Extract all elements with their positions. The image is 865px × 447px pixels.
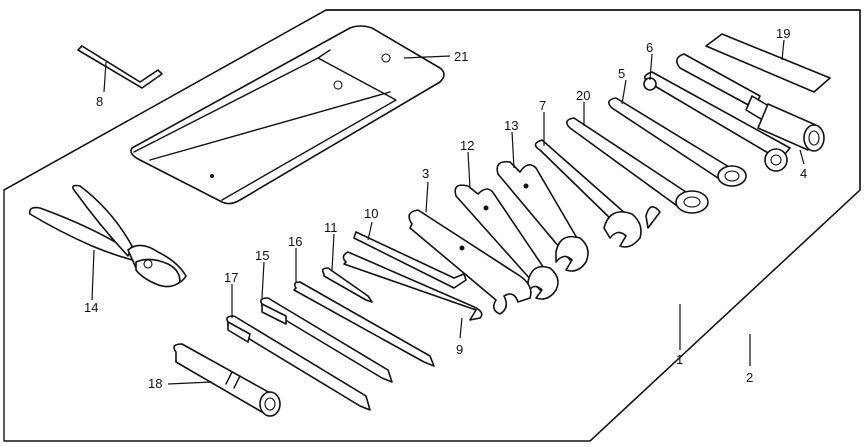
ring-spanner-6 [643, 71, 791, 172]
part-label-13: 13 [504, 118, 518, 133]
part-label-3: 3 [422, 166, 429, 181]
part-label-9: 9 [456, 342, 463, 357]
screwdriver-handle-18 [173, 343, 281, 417]
part-label-2: 2 [746, 370, 753, 385]
screwdriver-blade-16 [293, 281, 435, 367]
hex-key-10 [353, 231, 467, 289]
part-label-15: 15 [255, 248, 269, 263]
part-label-10: 10 [364, 206, 378, 221]
part-label-18: 18 [148, 376, 162, 391]
screwdriver-blade-15 [260, 297, 393, 383]
ring-spanner-20 [566, 117, 709, 214]
open-wrench-13 [496, 160, 589, 272]
tool-bag [130, 25, 445, 205]
screwdriver-blade-17 [226, 315, 371, 411]
part-label-21: 21 [454, 49, 468, 64]
ring-spanner-5 [608, 97, 747, 187]
part-label-19: 19 [776, 26, 790, 41]
part-label-1: 1 [676, 352, 683, 367]
callout-lines [91, 39, 805, 385]
screwdriver-handle [705, 33, 831, 93]
pin-11 [321, 267, 373, 303]
part-label-7: 7 [539, 98, 546, 113]
part-label-14: 14 [84, 300, 98, 315]
box-spanner [676, 53, 825, 152]
pin-rod-9 [342, 251, 483, 321]
open-wrench-7 [534, 139, 661, 248]
pin-spanner [408, 209, 532, 315]
part-label-6: 6 [646, 40, 653, 55]
kit-outline-inner [3, 9, 861, 442]
part-label-16: 16 [288, 234, 302, 249]
part-label-4: 4 [800, 166, 807, 181]
part-label-8: 8 [96, 94, 103, 109]
part-label-12: 12 [460, 138, 474, 153]
part-label-11: 11 [324, 220, 338, 235]
pliers [28, 184, 187, 288]
part-label-17: 17 [224, 270, 238, 285]
part-label-20: 20 [576, 88, 590, 103]
open-wrench-12 [454, 184, 559, 300]
hex-key [77, 45, 163, 89]
part-label-5: 5 [618, 66, 625, 81]
